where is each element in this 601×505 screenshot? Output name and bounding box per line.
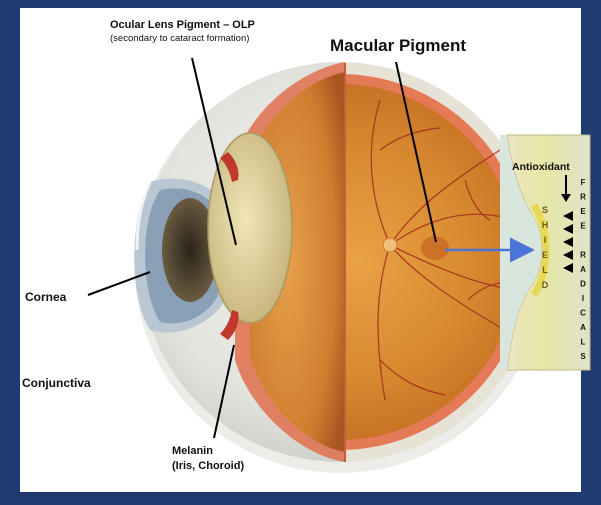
antioxidant-label: Antioxidant — [512, 161, 570, 173]
olp-subtitle: (secondary to cataract formation) — [110, 33, 249, 44]
optic-disc — [383, 238, 397, 252]
conjunctiva-label: Conjunctiva — [22, 376, 91, 390]
free-radicals-letter: A — [580, 265, 586, 274]
free-radicals-letter: R — [580, 251, 586, 260]
free-radicals-letter: A — [580, 323, 586, 332]
shield-letter: H — [542, 220, 549, 230]
lens — [208, 133, 292, 323]
free-radicals-letter: R — [580, 193, 586, 202]
shield-letter: S — [542, 205, 548, 215]
free-radicals-letter: S — [580, 352, 586, 361]
free-radicals-letter: E — [580, 222, 586, 231]
shield-letter: E — [542, 250, 548, 260]
melanin-sublabel: (Iris, Choroid) — [172, 460, 244, 472]
free-radicals-letter: D — [580, 280, 586, 289]
free-radicals-letter: L — [581, 338, 586, 347]
free-radicals-letter: I — [582, 294, 584, 303]
shield-letter: I — [544, 235, 547, 245]
free-radicals-letter: C — [580, 309, 586, 318]
melanin-label: Melanin — [172, 445, 213, 457]
shield-letter: L — [542, 265, 548, 275]
shield-letter: D — [542, 280, 549, 290]
macular-pigment-label: Macular Pigment — [330, 36, 466, 55]
olp-title: Ocular Lens Pigment – OLP — [110, 19, 255, 31]
free-radicals-letter: F — [581, 178, 586, 187]
cornea-label: Cornea — [25, 290, 67, 304]
free-radicals-letter: E — [580, 207, 586, 216]
